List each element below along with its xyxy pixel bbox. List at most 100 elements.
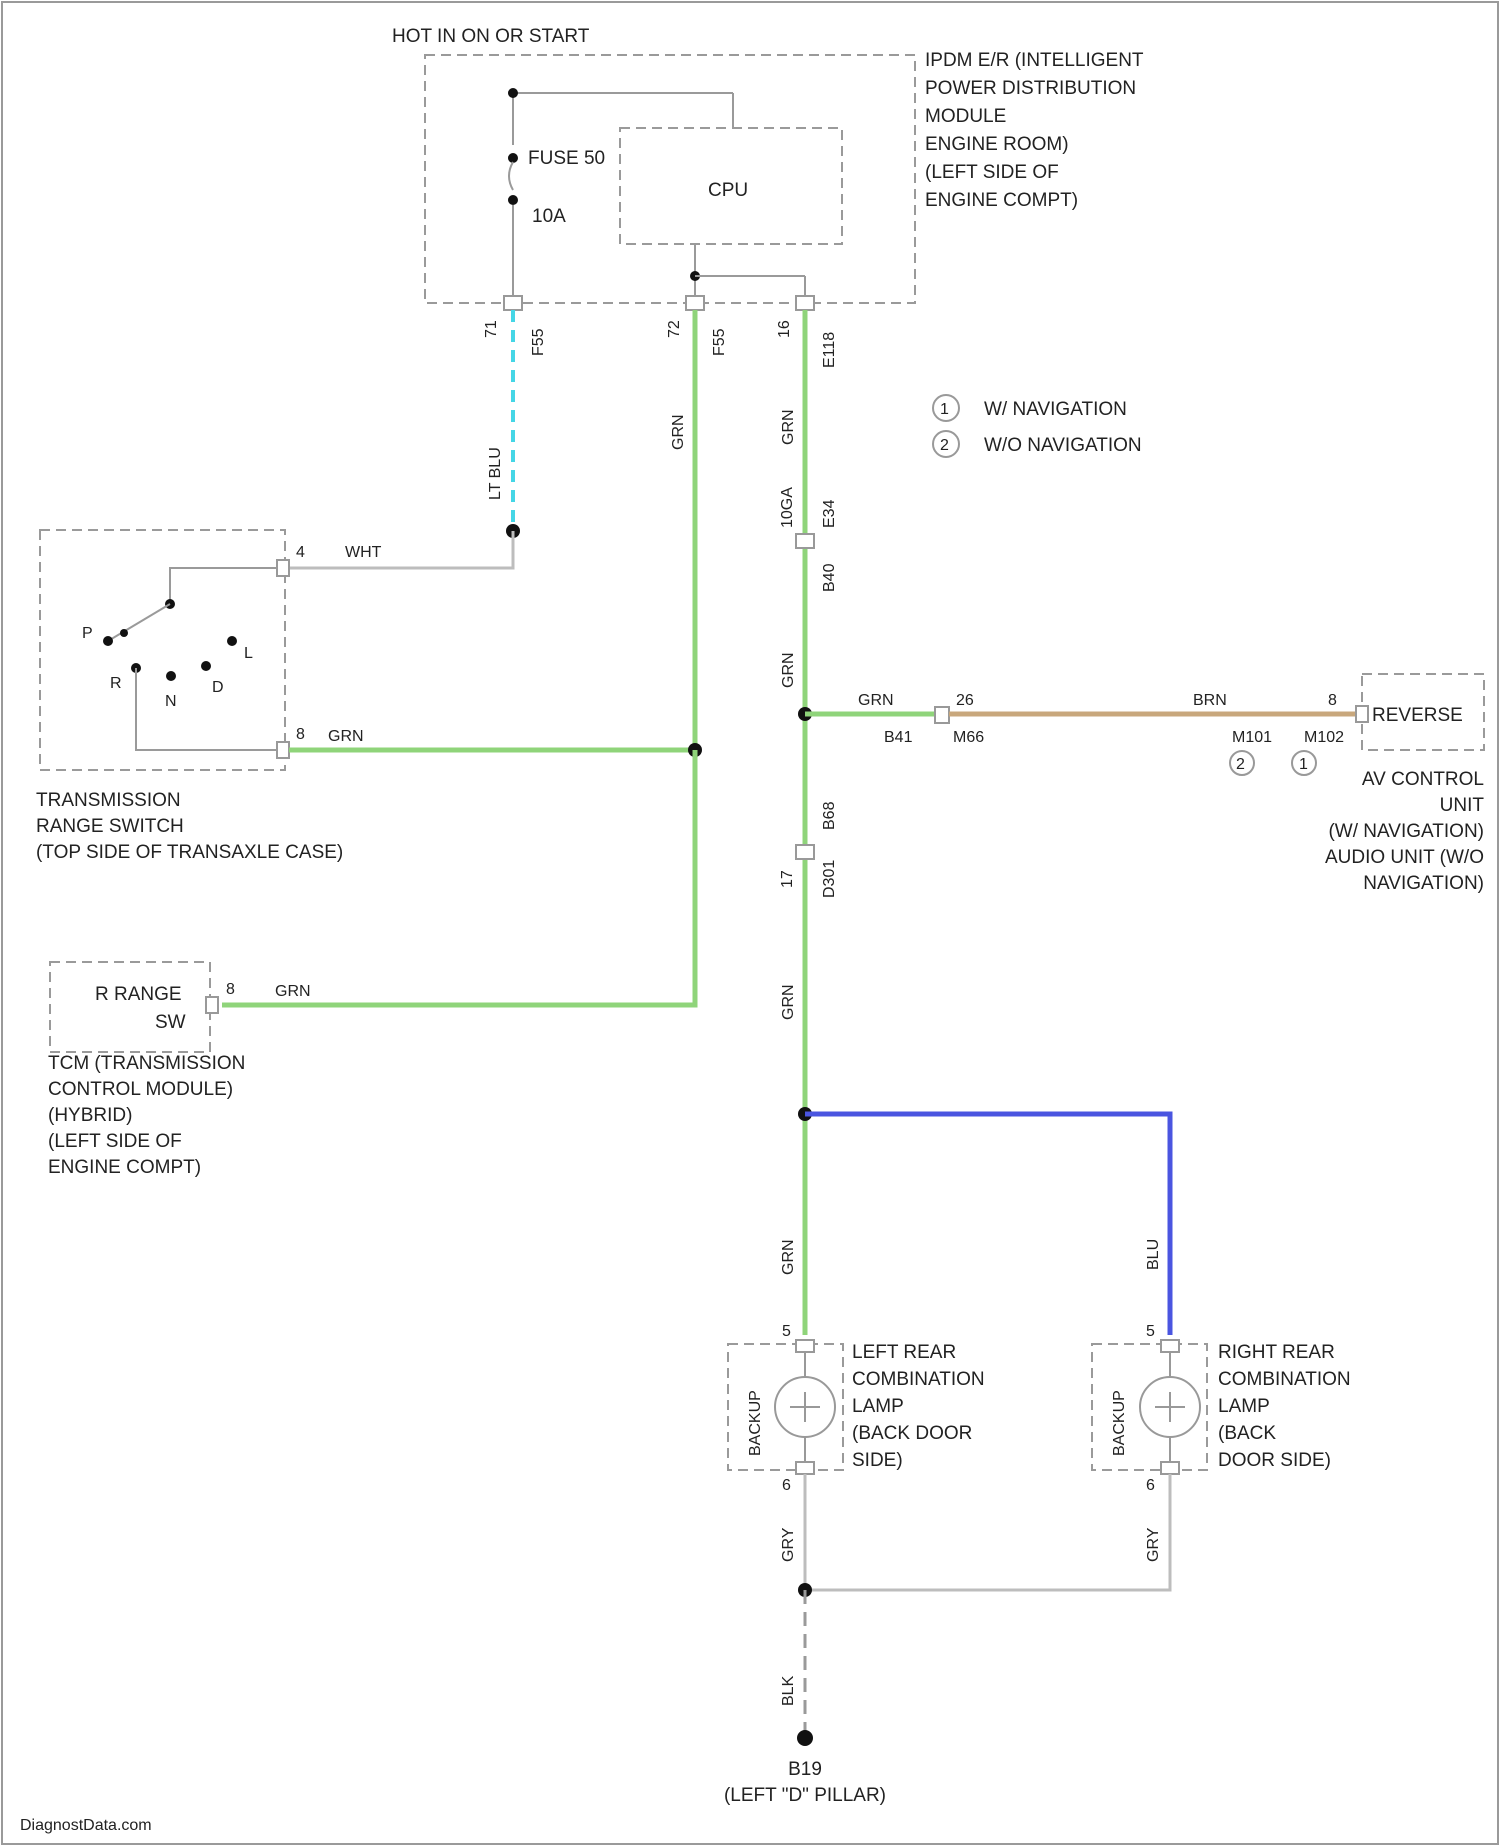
svg-text:2: 2: [940, 437, 949, 454]
left-rear-combination-lamp: BACKUP 5 6 LEFT REAR COMBINATION LAMP (B…: [728, 1323, 985, 1494]
svg-text:8: 8: [1328, 692, 1337, 709]
wire-label-grn-main: GRN: [780, 409, 797, 445]
svg-text:M66: M66: [953, 729, 984, 746]
fuse-icon: [509, 162, 513, 190]
ipdm-title-5: (LEFT SIDE OF: [925, 162, 1059, 183]
wire-label-blu: BLU: [1145, 1239, 1162, 1270]
svg-text:LEFT REAR: LEFT REAR: [852, 1342, 956, 1363]
svg-text:(BACK DOOR: (BACK DOOR: [852, 1423, 972, 1444]
inline-connector-lower: 17 D301 B68: [779, 801, 838, 898]
svg-text:B68: B68: [821, 801, 838, 830]
svg-text:AUDIO UNIT (W/O: AUDIO UNIT (W/O: [1325, 847, 1484, 868]
right-rear-combination-lamp: BACKUP 5 6 RIGHT REAR COMBINATION LAMP (…: [1092, 1323, 1351, 1494]
svg-text:5: 5: [782, 1323, 791, 1340]
svg-text:B41: B41: [884, 729, 913, 746]
legend-text-1: W/ NAVIGATION: [984, 399, 1127, 420]
wire-label-grn-b: GRN: [670, 414, 687, 450]
ipdm-title-3: MODULE: [925, 106, 1006, 127]
svg-text:8: 8: [296, 726, 305, 743]
pos-p: P: [82, 625, 93, 642]
svg-text:NAVIGATION): NAVIGATION): [1363, 873, 1484, 894]
svg-text:26: 26: [956, 692, 974, 709]
svg-text:AV CONTROL: AV CONTROL: [1362, 769, 1484, 790]
av-control-unit: REVERSE AV CONTROL UNIT (W/ NAVIGATION) …: [1325, 674, 1484, 894]
wire-grn-tcm: [222, 750, 695, 1005]
svg-text:LAMP: LAMP: [852, 1396, 904, 1417]
svg-text:SIDE): SIDE): [852, 1450, 903, 1471]
ipdm-title-1: IPDM E/R (INTELLIGENT: [925, 50, 1144, 71]
svg-text:COMBINATION: COMBINATION: [852, 1369, 985, 1390]
ipdm-title-2: POWER DISTRIBUTION: [925, 78, 1136, 99]
cpu-label: CPU: [708, 180, 748, 201]
svg-text:TCM (TRANSMISSION: TCM (TRANSMISSION: [48, 1053, 245, 1074]
transmission-range-switch: 4 8 P R N D L TRANSMISSION RANGE SWITCH …: [36, 530, 343, 863]
svg-text:E118: E118: [821, 332, 838, 368]
svg-text:DOOR SIDE): DOOR SIDE): [1218, 1450, 1331, 1471]
pos-n: N: [165, 693, 177, 710]
ground-code: B19: [788, 1759, 822, 1780]
svg-text:SW: SW: [155, 1012, 186, 1033]
tcm-module: 8 R RANGE SW TCM (TRANSMISSION CONTROL M…: [48, 962, 245, 1178]
switch-blade-icon: [108, 604, 170, 641]
svg-text:M101: M101: [1232, 729, 1272, 746]
power-label: HOT IN ON OR START: [392, 26, 590, 47]
watermark: DiagnostData.com: [20, 1817, 152, 1834]
svg-text:F55: F55: [711, 328, 728, 356]
svg-text:16: 16: [776, 320, 793, 338]
svg-text:4: 4: [296, 544, 305, 561]
ipdm-module: FUSE 50 10A CPU IPDM E/R (INTELLIGENT PO…: [425, 50, 1144, 303]
pos-r: R: [110, 675, 122, 692]
svg-text:17: 17: [779, 870, 796, 888]
av-box-label: REVERSE: [1372, 705, 1463, 726]
range-switch-title-1: TRANSMISSION: [36, 790, 181, 811]
wire-blu: [805, 1114, 1170, 1335]
svg-text:R RANGE: R RANGE: [95, 984, 182, 1005]
av-tags: M101 M102 2 1 8: [1230, 692, 1344, 775]
wire-label-gry-right: GRY: [1145, 1527, 1162, 1562]
inline-connector-upper: 10GA E34 B40: [779, 487, 838, 592]
svg-text:M102: M102: [1304, 729, 1344, 746]
wire-label-grn-lamp: GRN: [780, 1239, 797, 1275]
wire-label-wht: WHT: [345, 544, 382, 561]
pos-d: D: [212, 679, 224, 696]
wire-label-lt-blu: LT BLU: [487, 447, 504, 500]
svg-text:71: 71: [483, 320, 500, 338]
wire-label-grn-mid: GRN: [780, 652, 797, 688]
svg-text:(BACK: (BACK: [1218, 1423, 1276, 1444]
wire-label-grn-branch: GRN: [858, 692, 894, 709]
svg-text:(W/ NAVIGATION): (W/ NAVIGATION): [1328, 821, 1484, 842]
ipdm-title-4: ENGINE ROOM): [925, 134, 1069, 155]
fuse-rating: 10A: [532, 206, 566, 227]
left-lamp-side-label: BACKUP: [747, 1390, 764, 1456]
svg-text:1: 1: [1299, 756, 1308, 773]
fuse-terminal-top: [508, 153, 518, 163]
inline-connector-branch: B41 26 M66: [884, 692, 984, 746]
range-switch-title-2: RANGE SWITCH: [36, 816, 184, 837]
wire-label-gry-left: GRY: [780, 1527, 797, 1562]
svg-text:COMBINATION: COMBINATION: [1218, 1369, 1351, 1390]
ipdm-title-6: ENGINE COMPT): [925, 190, 1078, 211]
wire-label-brn: BRN: [1193, 692, 1227, 709]
svg-text:CONTROL MODULE): CONTROL MODULE): [48, 1079, 233, 1100]
svg-text:UNIT: UNIT: [1440, 795, 1485, 816]
ground-location: (LEFT "D" PILLAR): [724, 1785, 886, 1806]
ground-icon: [797, 1730, 813, 1746]
legend-text-2: W/O NAVIGATION: [984, 435, 1142, 456]
svg-text:RIGHT REAR: RIGHT REAR: [1218, 1342, 1335, 1363]
svg-text:(HYBRID): (HYBRID): [48, 1105, 132, 1126]
ipdm-pin-1: 71 F55: [483, 296, 547, 356]
svg-text:72: 72: [666, 320, 683, 338]
svg-text:6: 6: [782, 1477, 791, 1494]
svg-text:(LEFT SIDE OF: (LEFT SIDE OF: [48, 1131, 182, 1152]
range-switch-title-3: (TOP SIDE OF TRANSAXLE CASE): [36, 842, 343, 863]
wire-label-grn-bottom: GRN: [780, 984, 797, 1020]
svg-text:B40: B40: [821, 563, 838, 592]
wire-label-blk: BLK: [780, 1675, 797, 1706]
fuse-label: FUSE 50: [528, 148, 605, 169]
svg-text:F55: F55: [530, 328, 547, 356]
svg-text:10GA: 10GA: [779, 487, 796, 528]
right-lamp-side-label: BACKUP: [1111, 1390, 1128, 1456]
pos-l: L: [244, 645, 253, 662]
